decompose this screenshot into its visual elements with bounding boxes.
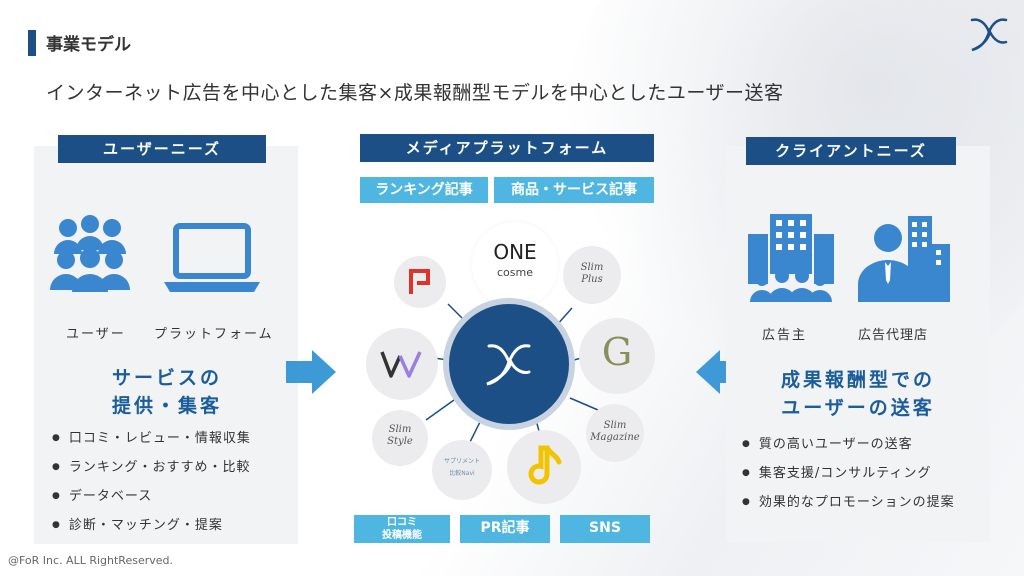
- slimplus-logo: Slim Plus: [563, 262, 621, 286]
- slimstyle-line1: Slim: [388, 424, 412, 435]
- tag-review-posting: 口コミ 投稿機能: [354, 515, 450, 543]
- platform-hub: [449, 304, 569, 424]
- slimstyle-line2: Style: [387, 436, 413, 447]
- headline: インターネット広告を中心とした集客×成果報酬型モデルを中心としたユーザー送客: [46, 82, 784, 104]
- onecosme-logo-line2: cosme: [497, 266, 533, 279]
- tag-sns: SNS: [560, 515, 650, 543]
- w-brand-node: [366, 328, 438, 400]
- g-brand-node: G: [579, 318, 655, 394]
- slimmagazine-line2: Magazine: [590, 432, 640, 443]
- list-item: データベース: [52, 482, 251, 511]
- client-needs-list: 質の高いユーザーの送客 集客支援/コンサルティング 効果的なプロモーションの提案: [742, 430, 955, 517]
- list-item: 集客支援/コンサルティング: [742, 459, 955, 488]
- advertiser-label: 広告主: [762, 328, 808, 343]
- onecosme-logo-line1: ONE: [493, 240, 537, 264]
- hub-logo-icon: [486, 344, 531, 386]
- title-accent-bar: [28, 30, 36, 56]
- users-icon: [50, 215, 130, 292]
- advertiser-building-icon: [748, 214, 834, 302]
- left-emphasis-line2: 提供・集客: [111, 395, 222, 417]
- user-needs-list: 口コミ・レビュー・情報収集 ランキング・おすすめ・比較 データベース 診断・マッ…: [52, 424, 251, 540]
- list-item: 診断・マッチング・提案: [52, 511, 251, 540]
- list-item: 効果的なプロモーションの提案: [742, 488, 955, 517]
- left-emphasis: サービスの 提供・集客: [60, 364, 274, 420]
- w-letter-logo-icon: [380, 351, 422, 378]
- agency-icon: [858, 216, 950, 302]
- slimstyle-node: Slim Style: [372, 410, 428, 466]
- user-label: ユーザー: [66, 327, 126, 342]
- slimplus-line1: Slim: [580, 262, 604, 273]
- p-brand-node: [394, 256, 446, 308]
- list-item: 質の高いユーザーの送客: [742, 430, 955, 459]
- supplement-line2: 比較Navi: [449, 470, 475, 477]
- tag-ranking-articles: ランキング記事: [360, 177, 488, 203]
- client-needs-header: クライアントニーズ: [746, 137, 956, 165]
- right-emphasis: 成果報酬型での ユーザーの送客: [748, 366, 968, 422]
- list-item: 口コミ・レビュー・情報収集: [52, 424, 251, 453]
- right-emphasis-line2: ユーザーの送客: [781, 397, 935, 419]
- slimmagazine-node: Slim Magazine: [586, 404, 644, 462]
- platform-label: プラットフォーム: [154, 327, 274, 342]
- g-letter-logo: G: [601, 330, 633, 374]
- supplement-line1: サプリメント: [443, 458, 480, 465]
- user-needs-header: ユーザーニーズ: [58, 135, 266, 163]
- onecosme-node: ONE cosme: [472, 222, 558, 308]
- slimplus-node: Slim Plus: [563, 246, 621, 304]
- agency-label: 広告代理店: [858, 328, 929, 343]
- p-letter-logo-icon: [409, 269, 430, 294]
- laptop-icon: [164, 223, 260, 292]
- right-arrow-icon: [286, 350, 336, 394]
- supplement-logo: サプリメント 比較Navi: [432, 456, 492, 480]
- slimstyle-logo: Slim Style: [372, 424, 428, 448]
- supplement-node: サプリメント 比較Navi: [432, 440, 492, 500]
- slimmagazine-line1: Slim: [603, 420, 627, 431]
- slimplus-line2: Plus: [581, 274, 603, 285]
- page-title: 事業モデル: [46, 35, 131, 55]
- right-emphasis-line1: 成果報酬型での: [780, 369, 935, 391]
- tag-pr-articles: PR記事: [460, 515, 550, 543]
- left-emphasis-line1: サービスの: [111, 367, 222, 389]
- copyright-footer: @FoR Inc. ALL RightReserved.: [8, 554, 173, 567]
- list-item: ランキング・おすすめ・比較: [52, 453, 251, 482]
- slimmagazine-logo: Slim Magazine: [586, 420, 644, 444]
- company-logo-icon: [970, 18, 1008, 52]
- tag-product-service-articles: 商品・サービス記事: [494, 177, 654, 203]
- music-node: [507, 430, 581, 504]
- media-platform-header: メディアプラットフォーム: [360, 134, 654, 162]
- music-note-icon: [528, 445, 562, 485]
